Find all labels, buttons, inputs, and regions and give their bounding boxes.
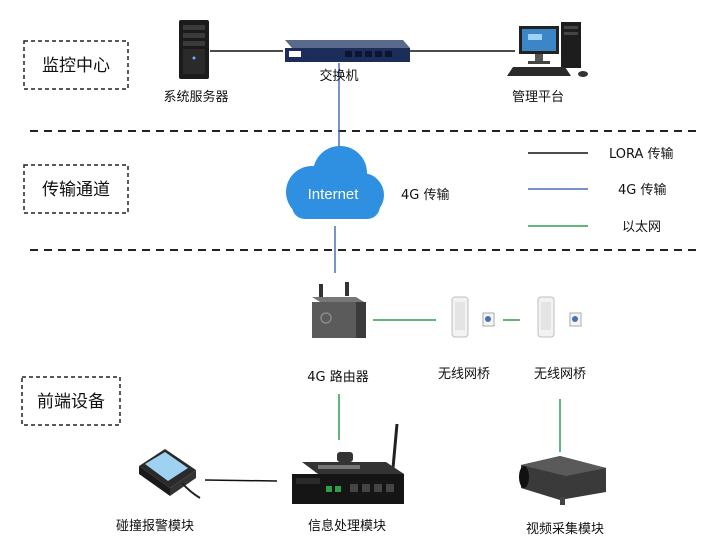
router-icon xyxy=(312,282,366,338)
zone-frontend-label: 前端设备 xyxy=(37,392,105,412)
wireless-bridge-icon-1 xyxy=(451,296,495,338)
wireless-bridge-icon-2 xyxy=(537,296,582,338)
collision-sensor-icon xyxy=(139,449,201,499)
processor-icon xyxy=(292,423,404,504)
router-label: 4G 路由器 xyxy=(307,369,368,385)
legend-label-4g: 4G 传输 xyxy=(618,182,666,198)
processor-label: 信息处理模块 xyxy=(308,518,386,534)
bridge2-label: 无线网桥 xyxy=(534,367,586,382)
server-icon xyxy=(179,20,209,79)
cloud-link-label: 4G 传输 xyxy=(401,187,449,203)
switch-icon xyxy=(285,40,410,62)
legend: LORA 传输 4G 传输 以太网 xyxy=(528,146,674,235)
switch-label: 交换机 xyxy=(319,68,358,84)
zone-transport: 传输通道 xyxy=(23,164,129,214)
camera-label: 视频采集模块 xyxy=(526,521,604,537)
cloud-label: Internet xyxy=(308,186,360,203)
platform-label: 管理平台 xyxy=(512,90,564,105)
legend-label-ethernet: 以太网 xyxy=(622,220,661,235)
computer-icon xyxy=(507,22,588,77)
cloud-icon xyxy=(286,146,384,219)
link-collision-processor xyxy=(204,479,278,482)
legend-label-lora: LORA 传输 xyxy=(609,146,674,162)
zone-transport-label: 传输通道 xyxy=(42,180,110,200)
zone-monitoring: 监控中心 xyxy=(23,40,129,90)
zone-frontend: 前端设备 xyxy=(21,376,121,426)
collision-label: 碰撞报警模块 xyxy=(116,518,194,534)
camera-icon xyxy=(519,456,606,505)
bridge1-label: 无线网桥 xyxy=(438,367,490,382)
zone-monitoring-label: 监控中心 xyxy=(42,56,110,76)
server-label: 系统服务器 xyxy=(163,89,228,105)
